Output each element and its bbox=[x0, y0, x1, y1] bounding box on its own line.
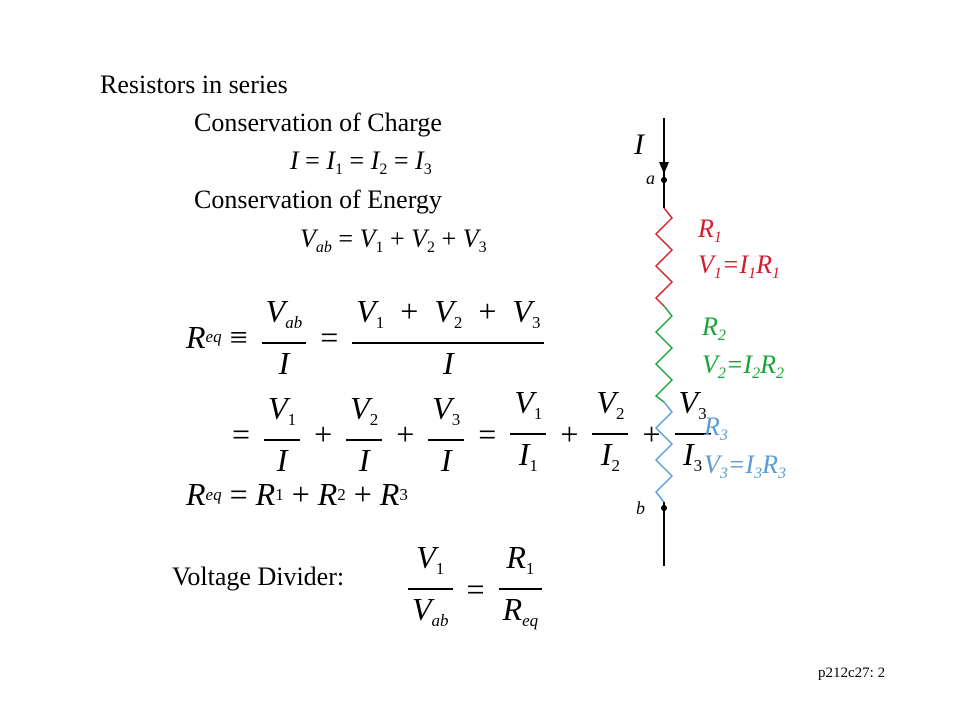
node-b-dot bbox=[661, 505, 667, 511]
r3-label: R3 bbox=[704, 412, 728, 444]
current-equation: I = I1 = I2 = I3 bbox=[290, 146, 432, 178]
resistor-r3-zigzag bbox=[654, 401, 674, 503]
slide-footer: p212c27: 2 bbox=[818, 665, 886, 681]
r1-label: R1 bbox=[698, 214, 722, 246]
node-a-dot bbox=[661, 177, 667, 183]
fraction-vab-over-i: Vab I bbox=[261, 292, 307, 382]
voltage-divider-label: Voltage Divider: bbox=[172, 562, 345, 591]
r1-equation: V1=I1R1 bbox=[698, 250, 780, 282]
r2-equation: V2=I2R2 bbox=[702, 350, 784, 382]
node-a-label: a bbox=[646, 168, 655, 188]
energy-heading: Conservation of Energy bbox=[194, 185, 442, 214]
slide-title: Resistors in series bbox=[100, 70, 288, 99]
voltage-equation: Vab = V1 + V2 + V3 bbox=[300, 224, 487, 256]
r3-equation: V3=I3R3 bbox=[704, 450, 786, 482]
fraction-sum-v-over-i: V1 + V2 + V3 I bbox=[352, 292, 545, 382]
resistor-r2-zigzag bbox=[654, 305, 674, 403]
r2-label: R2 bbox=[702, 312, 726, 344]
node-b-label: b bbox=[636, 498, 645, 518]
current-arrow-icon bbox=[659, 162, 669, 174]
charge-heading: Conservation of Charge bbox=[194, 108, 442, 137]
resistor-r1-zigzag bbox=[654, 207, 674, 307]
current-label: I bbox=[634, 128, 644, 161]
circuit-wire bbox=[654, 118, 674, 566]
